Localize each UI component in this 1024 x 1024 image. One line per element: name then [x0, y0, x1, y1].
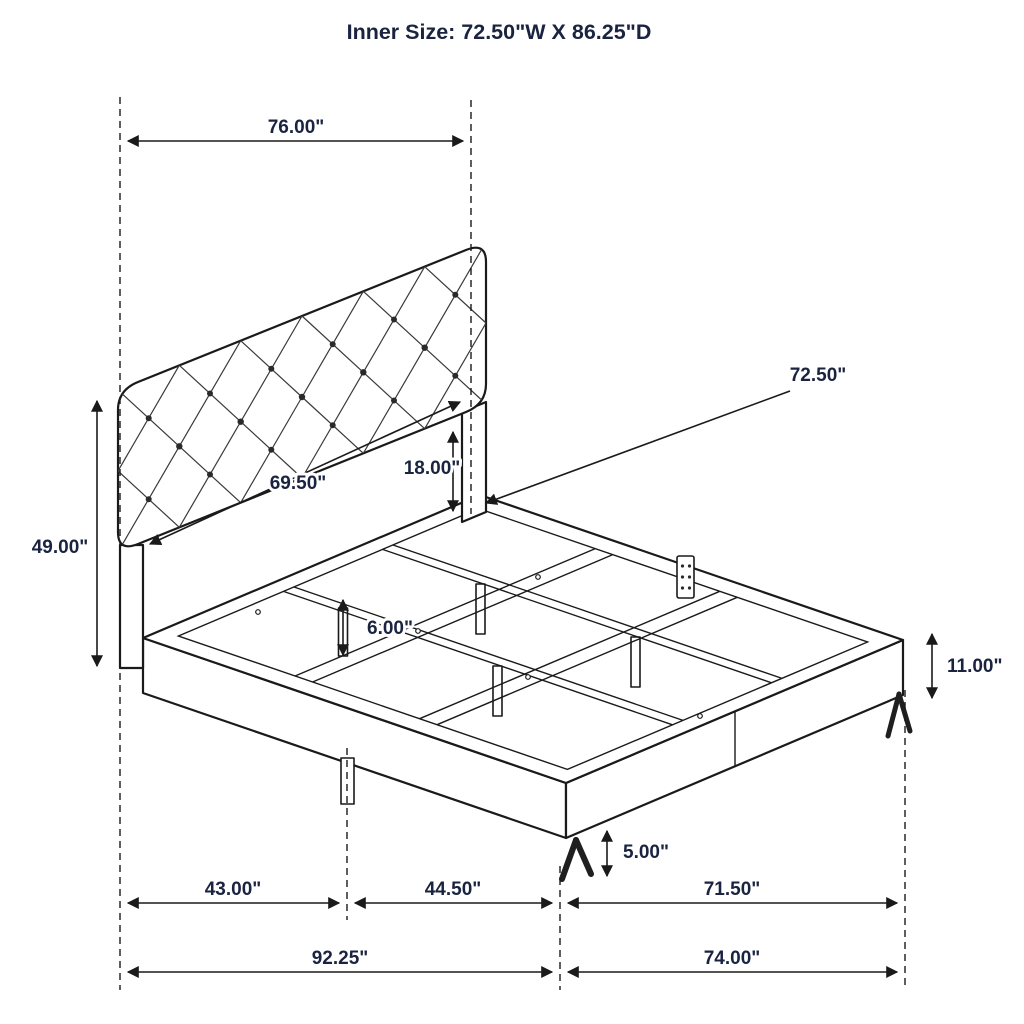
headboard-left-leg	[118, 543, 145, 670]
dim-label-overall-width: 74.00"	[704, 948, 761, 969]
bed-frame	[141, 437, 913, 882]
dimension-overall-width: 74.00"	[566, 945, 899, 978]
dim-label-headboard-panel-width: 69.50"	[270, 473, 327, 494]
dimension-segment-middle: 44.50"	[353, 876, 554, 909]
screw-holes	[255, 574, 703, 719]
front-corner-leg	[559, 837, 594, 882]
dim-label-inner-width: 72.50"	[790, 365, 847, 386]
dimension-inner-width: 72.50"	[484, 362, 849, 505]
dimension-segment-left: 43.00"	[126, 876, 341, 909]
right-corner-leg	[885, 691, 913, 739]
dim-label-rail-height: 11.00"	[947, 656, 1003, 677]
dimension-headboard-height: 49.00"	[29, 399, 103, 668]
dimension-front-leg-height: 5.00"	[601, 829, 672, 878]
dimension-slat-leg-height: 6.00"	[337, 598, 416, 657]
dim-label-headboard-clearance: 18.00"	[404, 458, 461, 479]
dimension-headboard-width: 76.00"	[126, 114, 465, 147]
dimension-headboard-clearance: 18.00"	[401, 430, 463, 513]
diagram-title: Inner Size: 72.50"W X 86.25"D	[347, 20, 652, 44]
mounting-bracket-rail	[676, 555, 695, 599]
dimension-rail-height: 11.00"	[926, 632, 1006, 700]
dim-label-overall-depth: 92.25"	[312, 948, 369, 969]
dim-label-segment-left: 43.00"	[205, 879, 262, 900]
dimension-overall-depth: 92.25"	[126, 945, 554, 978]
dim-label-segment-middle: 44.50"	[425, 879, 482, 900]
dim-label-headboard-height: 49.00"	[32, 537, 89, 558]
dim-label-segment-right: 71.50"	[704, 879, 761, 900]
slats	[294, 547, 738, 726]
dimension-headboard-panel-width: 69.50"	[148, 401, 462, 545]
dim-label-headboard-width: 76.00"	[268, 117, 325, 138]
headboard-right-post	[460, 400, 488, 524]
dim-label-front-leg-height: 5.00"	[623, 842, 669, 863]
center-support-rails	[283, 544, 783, 726]
mid-side-leg	[340, 757, 355, 805]
dim-label-slat-leg-height: 6.00"	[367, 618, 413, 639]
dimension-segment-right: 71.50"	[566, 876, 899, 909]
extension-lines	[119, 97, 906, 990]
